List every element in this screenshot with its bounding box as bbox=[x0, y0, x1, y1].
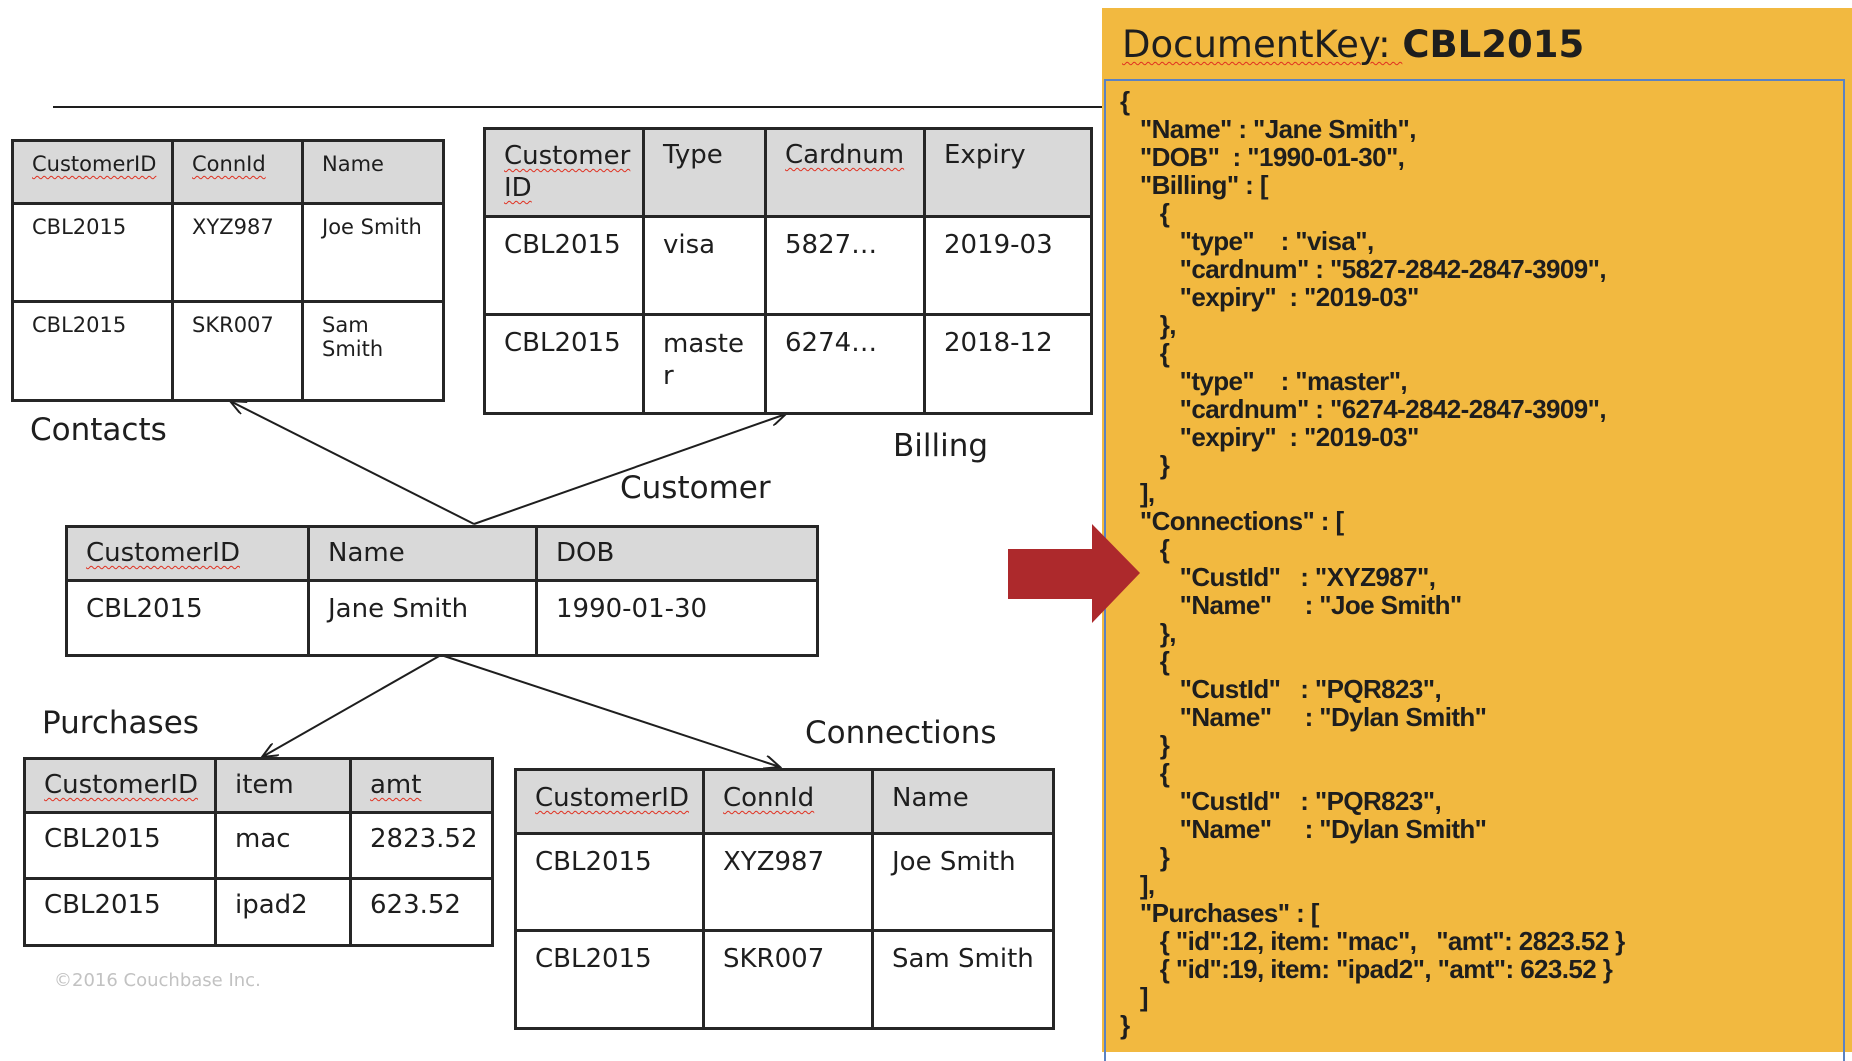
billing-table: Customer ID Type Cardnum Expiry CBL2015 … bbox=[483, 127, 1093, 415]
cell: mac bbox=[214, 811, 352, 880]
cell: CBL2015 bbox=[483, 215, 645, 316]
cell: CBL2015 bbox=[483, 313, 645, 415]
arrow-customer-to-connections bbox=[440, 654, 780, 767]
cell: 2823.52 bbox=[349, 811, 494, 880]
cell: 6274… bbox=[764, 313, 926, 415]
cell: SKR007 bbox=[702, 929, 874, 1030]
transform-arrow-icon bbox=[1008, 524, 1140, 623]
document-panel: DocumentKey: CBL2015 { "Name" : "Jane Sm… bbox=[1102, 8, 1852, 1061]
cell: ipad2 bbox=[214, 877, 352, 947]
table-row: CBL2015 XYZ987 Joe Smith bbox=[514, 832, 1055, 932]
table-row: CBL2015 mac 2823.52 bbox=[23, 811, 494, 880]
arrow-customer-to-purchases bbox=[262, 654, 442, 757]
column-header: Type bbox=[642, 127, 767, 218]
cell: Joe Smith bbox=[871, 832, 1055, 932]
cell: CBL2015 bbox=[65, 579, 310, 657]
cell: SKR007 bbox=[171, 300, 304, 402]
arrow-customer-to-billing bbox=[473, 414, 786, 525]
cell: XYZ987 bbox=[171, 202, 304, 303]
document-key-value: CBL2015 bbox=[1402, 23, 1585, 66]
connections-label: Connections bbox=[805, 715, 997, 751]
purchases-table: CustomerID item amt CBL2015 mac 2823.52 … bbox=[23, 757, 494, 947]
column-header: Expiry bbox=[923, 127, 1093, 218]
table-row: CBL2015 XYZ987 Joe Smith bbox=[11, 202, 445, 303]
cell: CBL2015 bbox=[514, 929, 705, 1030]
json-document: { "Name" : "Jane Smith", "DOB" : "1990-0… bbox=[1120, 86, 1625, 1040]
billing-label: Billing bbox=[893, 428, 989, 464]
column-header: CustomerID bbox=[65, 525, 310, 582]
cell: Sam Smith bbox=[871, 929, 1055, 1030]
table-row: CBL2015 SKR007 Sam Smith bbox=[514, 929, 1055, 1030]
cell: CBL2015 bbox=[514, 832, 705, 932]
column-header: Name bbox=[307, 525, 538, 582]
column-header: ConnId bbox=[171, 139, 304, 205]
cell: CBL2015 bbox=[11, 202, 174, 303]
divider-line bbox=[53, 106, 1103, 108]
customer-label: Customer bbox=[620, 470, 771, 506]
cell: 1990-01-30 bbox=[535, 579, 819, 657]
cell: CBL2015 bbox=[23, 877, 217, 947]
table-row: CBL2015 master 6274… 2018-12 bbox=[483, 313, 1093, 415]
column-header: Customer ID bbox=[483, 127, 645, 218]
cell: Sam Smith bbox=[301, 300, 445, 402]
cell: Joe Smith bbox=[301, 202, 445, 303]
column-header: ConnId bbox=[702, 768, 874, 835]
column-header: Name bbox=[871, 768, 1055, 835]
customer-table: CustomerID Name DOB CBL2015 Jane Smith 1… bbox=[65, 525, 819, 657]
table-row: CBL2015 Jane Smith 1990-01-30 bbox=[65, 579, 819, 657]
column-header: amt bbox=[349, 757, 494, 814]
cell: master bbox=[642, 313, 767, 415]
json-document-box: { "Name" : "Jane Smith", "DOB" : "1990-0… bbox=[1104, 79, 1845, 1061]
cell: 2018-12 bbox=[923, 313, 1093, 415]
column-header: Name bbox=[301, 139, 445, 205]
cell: Jane Smith bbox=[307, 579, 538, 657]
column-header: item bbox=[214, 757, 352, 814]
document-title: DocumentKey: CBL2015 bbox=[1122, 23, 1584, 66]
column-header: CustomerID bbox=[11, 139, 174, 205]
table-row: CBL2015 SKR007 Sam Smith bbox=[11, 300, 445, 402]
cell: 623.52 bbox=[349, 877, 494, 947]
column-header: CustomerID bbox=[514, 768, 705, 835]
document-key-label: DocumentKey: bbox=[1122, 23, 1403, 66]
cell: 2019-03 bbox=[923, 215, 1093, 316]
cell: 5827… bbox=[764, 215, 926, 316]
cell: CBL2015 bbox=[11, 300, 174, 402]
contacts-table: CustomerID ConnId Name CBL2015 XYZ987 Jo… bbox=[11, 139, 445, 402]
connections-table: CustomerID ConnId Name CBL2015 XYZ987 Jo… bbox=[514, 768, 1055, 1030]
cell: XYZ987 bbox=[702, 832, 874, 932]
table-row: CBL2015 ipad2 623.52 bbox=[23, 877, 494, 947]
copyright-notice: ©2016 Couchbase Inc. bbox=[54, 970, 261, 991]
column-header: CustomerID bbox=[23, 757, 217, 814]
contacts-label: Contacts bbox=[30, 412, 167, 448]
cell: CBL2015 bbox=[23, 811, 217, 880]
purchases-label: Purchases bbox=[42, 705, 199, 741]
column-header: Cardnum bbox=[764, 127, 926, 218]
cell: visa bbox=[642, 215, 767, 316]
table-row: CBL2015 visa 5827… 2019-03 bbox=[483, 215, 1093, 316]
arrow-customer-to-contacts bbox=[230, 401, 475, 525]
column-header: DOB bbox=[535, 525, 819, 582]
